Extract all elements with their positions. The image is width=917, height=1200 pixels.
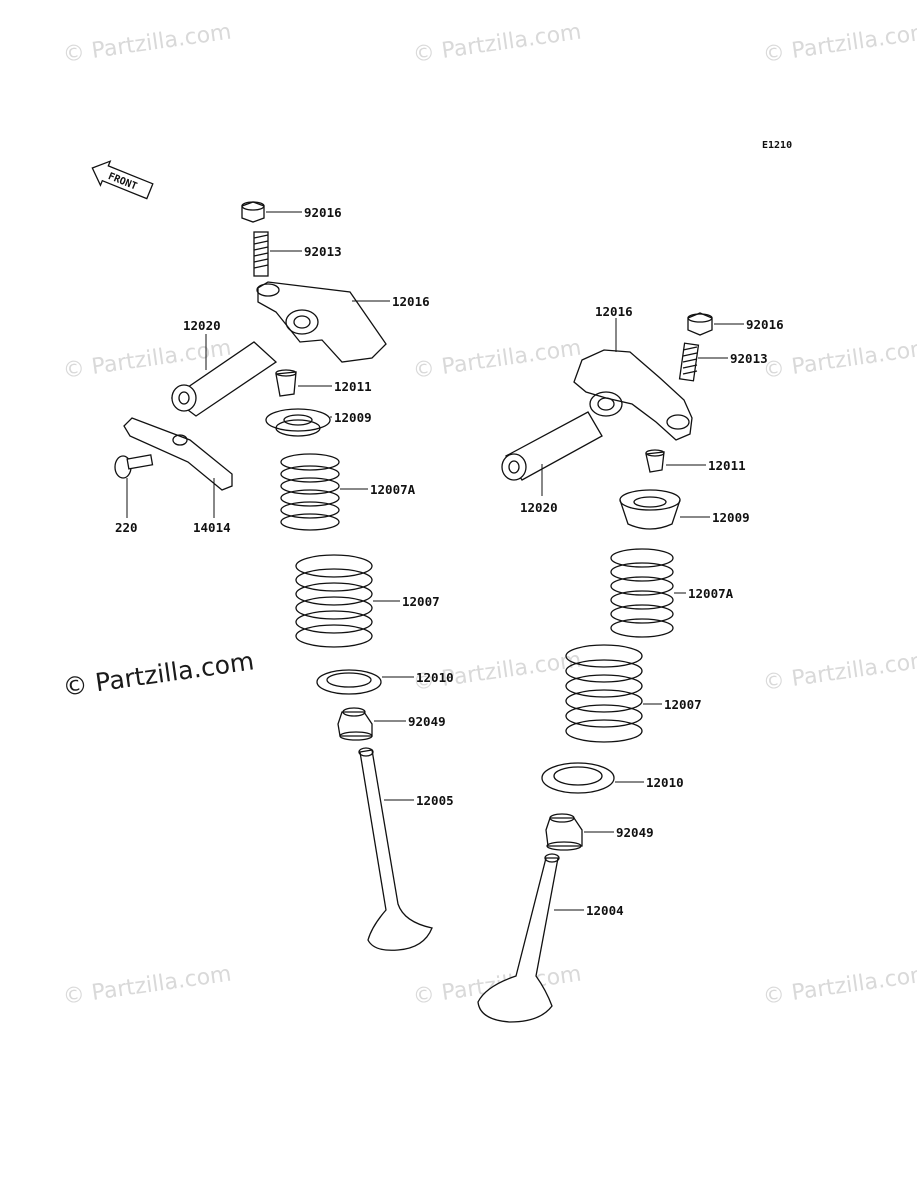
label-left-collet: 12011 <box>334 379 372 394</box>
label-right-shaft: 12020 <box>520 500 558 515</box>
collet-icon <box>645 449 665 473</box>
left-assembly: 92016 92013 12016 12020 <box>114 201 454 951</box>
inner-spring-icon <box>610 548 674 638</box>
watermark: © Partzilla.com <box>761 20 917 68</box>
outer-spring-icon <box>565 644 643 743</box>
collet-icon <box>275 369 297 397</box>
label-left-screw: 220 <box>115 520 138 535</box>
label-right-nut: 92016 <box>746 317 784 332</box>
outer-spring-icon <box>295 554 373 648</box>
diagram-code: E1210 <box>762 140 792 151</box>
label-left-retainer: 12009 <box>334 410 372 425</box>
watermark: © Partzilla.com <box>761 648 917 696</box>
watermark: © Partzilla.com <box>411 20 583 68</box>
label-right-inner-spring: 12007A <box>688 586 734 601</box>
right-assembly: 12016 92016 92013 12011 12020 <box>477 304 784 1023</box>
valve-icon <box>477 853 560 1023</box>
spring-seat-icon <box>541 762 615 794</box>
valve-icon <box>358 747 433 951</box>
nut-icon <box>687 312 713 336</box>
label-left-nut: 92016 <box>304 205 342 220</box>
label-left-stud: 92013 <box>304 244 342 259</box>
label-right-stud: 92013 <box>730 351 768 366</box>
label-right-rocker-arm: 12016 <box>595 304 633 319</box>
screw-icon <box>114 454 154 479</box>
watermark: © Partzilla.com <box>761 962 917 1010</box>
inner-spring-icon <box>280 453 340 531</box>
watermark: © Partzilla.com <box>761 336 917 384</box>
spring-seat-icon <box>316 669 382 695</box>
label-left-shaft: 12020 <box>183 318 221 333</box>
label-left-outer-spring: 12007 <box>402 594 440 609</box>
label-left-seal: 92049 <box>408 714 446 729</box>
watermark: © Partzilla.com <box>61 20 233 68</box>
front-arrow-icon: FRONT <box>91 160 154 200</box>
rocker-arm-icon <box>573 349 693 441</box>
retainer-icon <box>619 489 681 530</box>
label-left-plate: 14014 <box>193 520 231 535</box>
watermark-main: © Partzilla.com <box>61 646 256 702</box>
plate-icon <box>123 417 233 491</box>
seal-icon <box>545 813 583 851</box>
label-right-outer-spring: 12007 <box>664 697 702 712</box>
watermarks: © Partzilla.com © Partzilla.com © Partzi… <box>61 20 917 1010</box>
watermark: © Partzilla.com <box>411 336 583 384</box>
label-left-valve: 12005 <box>416 793 454 808</box>
label-left-rocker-arm: 12016 <box>392 294 430 309</box>
nut-icon <box>241 201 265 223</box>
stud-icon <box>678 342 700 382</box>
label-left-inner-spring: 12007A <box>370 482 416 497</box>
rocker-arm-icon <box>256 281 387 363</box>
watermark: © Partzilla.com <box>61 962 233 1010</box>
label-right-spring-seat: 12010 <box>646 775 684 790</box>
seal-icon <box>337 707 373 741</box>
label-left-spring-seat: 12010 <box>416 670 454 685</box>
label-right-valve: 12004 <box>586 903 624 918</box>
retainer-icon <box>265 408 331 437</box>
label-right-collet: 12011 <box>708 458 746 473</box>
label-right-seal: 92049 <box>616 825 654 840</box>
shaft-icon <box>501 411 603 481</box>
label-right-retainer: 12009 <box>712 510 750 525</box>
shaft-icon <box>170 341 278 417</box>
stud-icon <box>253 231 269 277</box>
